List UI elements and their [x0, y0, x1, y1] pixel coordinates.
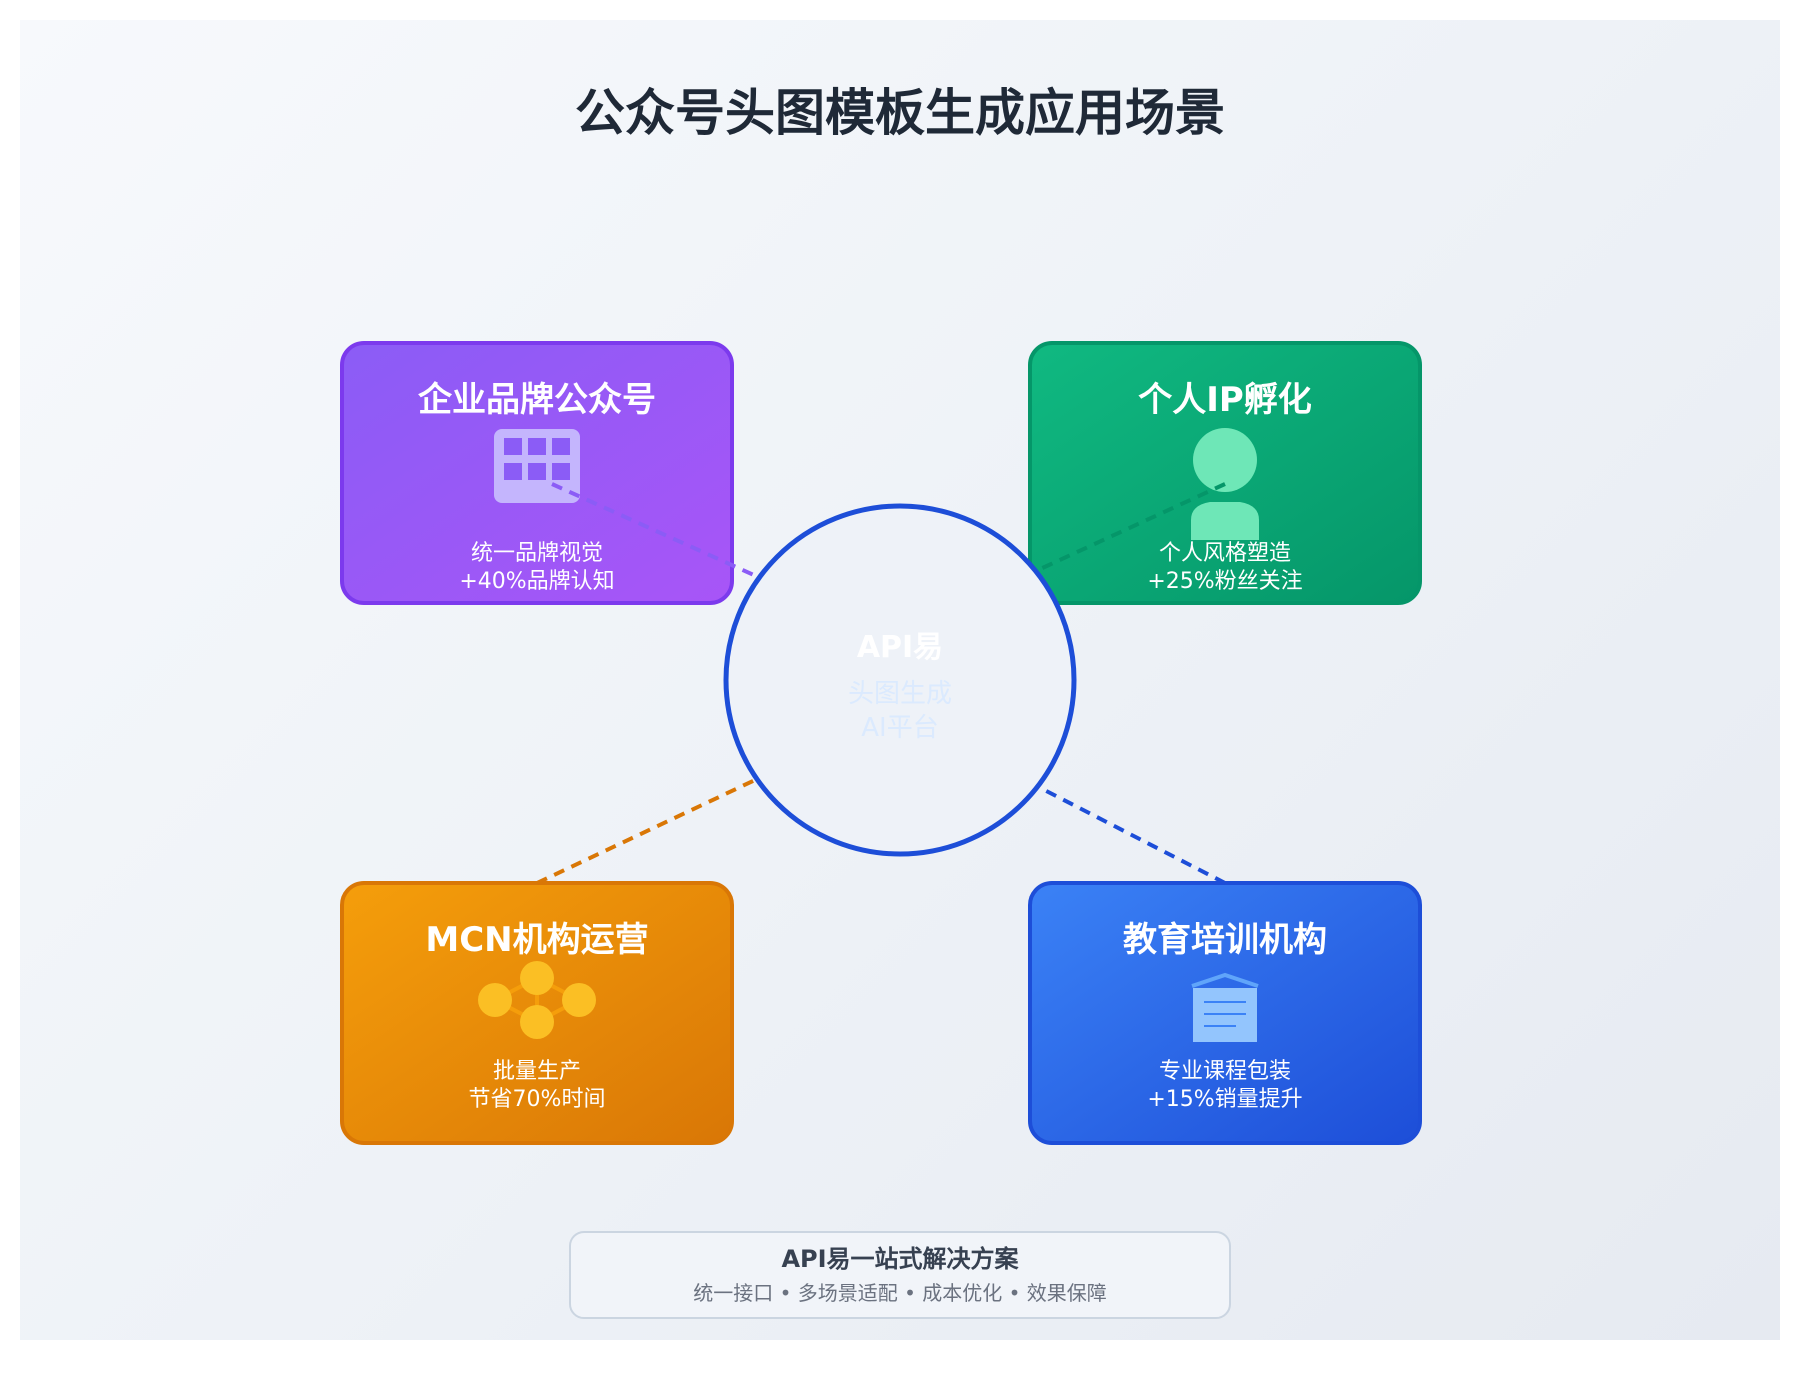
building-grid-icon	[494, 429, 580, 503]
card-desc-line1: 批量生产	[493, 1059, 581, 1084]
diagram: 公众号头图模板生成应用场景 企业品牌公众号 统一品牌视觉 +40%品牌认知 个人…	[340, 84, 1422, 1319]
card-desc-line1: 统一品牌视觉	[471, 541, 603, 566]
canvas: 公众号头图模板生成应用场景 企业品牌公众号 统一品牌视觉 +40%品牌认知 个人…	[20, 20, 1780, 1340]
card-title: 教育培训机构	[1123, 920, 1327, 960]
center-hub[interactable]: API易 头图生成 AI平台	[723, 503, 1077, 857]
connectors	[536, 482, 1226, 885]
card-personal-ip[interactable]: 个人IP孵化 个人风格塑造 +25%粉丝关注	[1028, 341, 1422, 605]
book-icon	[1191, 972, 1259, 1042]
card-enterprise-brand[interactable]: 企业品牌公众号 统一品牌视觉 +40%品牌认知	[340, 341, 734, 605]
page-title: 公众号头图模板生成应用场景	[575, 84, 1225, 142]
center-title: API易	[857, 630, 943, 665]
card-desc-line2: 节省70%时间	[469, 1087, 606, 1112]
card-title: 个人IP孵化	[1138, 380, 1312, 420]
card-desc-line2: +40%品牌认知	[459, 569, 614, 594]
card-desc-line1: 专业课程包装	[1159, 1059, 1291, 1084]
card-title: MCN机构运营	[425, 920, 648, 960]
connector-education	[1024, 778, 1226, 885]
card-desc-line1: 个人风格塑造	[1159, 541, 1291, 566]
card-mcn[interactable]: MCN机构运营 批量生产 节省70%时间	[340, 881, 734, 1145]
center-line1: 头图生成	[848, 679, 952, 709]
connector-mcn	[536, 778, 756, 885]
person-icon	[1191, 428, 1259, 540]
card-desc-line2: +25%粉丝关注	[1147, 569, 1302, 594]
footer-panel: API易一站式解决方案 统一接口 • 多场景适配 • 成本优化 • 效果保障	[569, 1231, 1231, 1319]
footer-subtitle: 统一接口 • 多场景适配 • 成本优化 • 效果保障	[693, 1281, 1107, 1305]
card-education[interactable]: 教育培训机构 专业课程包装 +15%销量提升	[1028, 881, 1422, 1145]
network-icon	[478, 961, 596, 1039]
card-title: 企业品牌公众号	[418, 380, 656, 420]
footer-title: API易一站式解决方案	[781, 1245, 1019, 1273]
card-desc-line2: +15%销量提升	[1147, 1087, 1302, 1112]
center-line2: AI平台	[861, 713, 938, 743]
